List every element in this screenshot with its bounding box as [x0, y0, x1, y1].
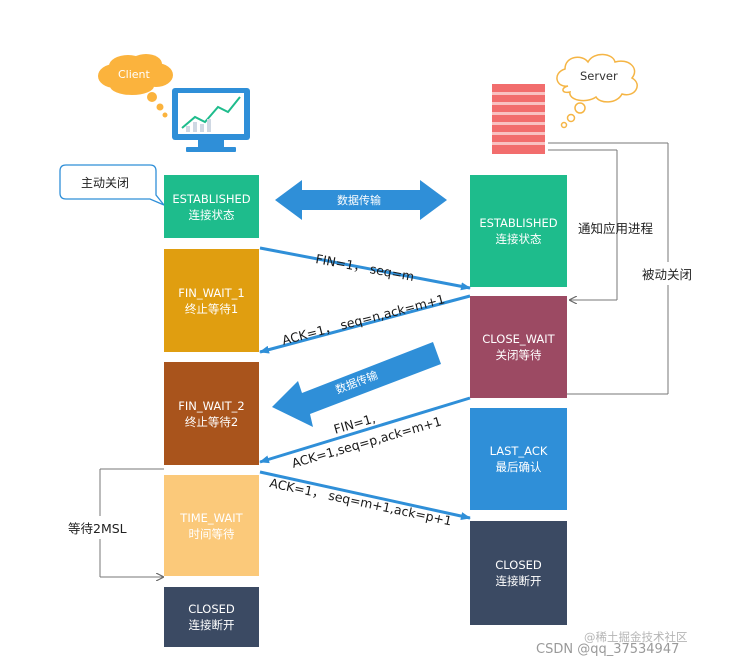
fin2-arrow	[259, 396, 471, 464]
notify-app-label: 通知应用进程	[578, 221, 654, 236]
client-state-desc: 终止等待2	[184, 414, 239, 429]
data-transfer-label: 数据传输	[337, 194, 381, 207]
client-state-desc: 终止等待1	[184, 301, 239, 316]
client-state-name: TIME_WAIT	[180, 510, 243, 525]
active-close-callout	[59, 164, 165, 206]
client-state-desc: 连接断开	[188, 618, 235, 632]
client-state-fin-wait-1: FIN_WAIT_1 终止等待1	[164, 249, 259, 352]
client-state-name: CLOSED	[188, 602, 235, 616]
server-state-established: ESTABLISHED 连接状态	[470, 175, 567, 287]
client-state-fin-wait-2: FIN_WAIT_2 终止等待2	[164, 362, 259, 465]
wait-2msl-label: 等待2MSL	[68, 516, 127, 539]
server-state-name: CLOSE_WAIT	[482, 332, 555, 346]
monitor-icon	[172, 88, 250, 152]
ack2-arrow	[259, 470, 471, 520]
server-thought-bubble	[556, 53, 638, 129]
server-icon	[492, 84, 545, 154]
client-state-name: FIN_WAIT_2	[178, 398, 245, 413]
server-state-desc: 连接状态	[495, 232, 542, 246]
client-state-desc: 连接状态	[188, 207, 235, 222]
csdn-watermark: CSDN @qq_37534947	[536, 642, 680, 657]
client-state-name: FIN_WAIT_1	[178, 285, 245, 300]
data-transfer-arrow-2	[272, 342, 441, 427]
ack1-arrow	[259, 294, 471, 354]
server-state-last-ack: LAST_ACK 最后确认	[470, 408, 567, 510]
juejin-watermark: @稀土掘金技术社区	[584, 630, 688, 644]
server-state-name: ESTABLISHED	[479, 216, 558, 230]
passive-close-label: 被动关闭	[642, 262, 693, 285]
server-state-closed: CLOSED 连接断开	[470, 521, 567, 625]
client-label: Client	[118, 68, 150, 81]
fin1-arrow	[259, 246, 471, 291]
data-transfer-arrow	[275, 180, 447, 220]
server-state-name: LAST_ACK	[489, 444, 548, 458]
server-state-name: CLOSED	[495, 558, 542, 572]
client-state-time-wait: TIME_WAIT 时间等待	[164, 475, 259, 576]
client-state-desc: 时间等待	[188, 526, 235, 541]
server-label: Server	[580, 69, 618, 83]
client-state-established: ESTABLISHED 连接状态	[164, 175, 259, 238]
client-state-name: ESTABLISHED	[172, 191, 251, 206]
client-thought-bubble	[98, 54, 173, 118]
server-state-desc: 关闭等待	[495, 348, 542, 362]
client-state-closed: CLOSED 连接断开	[164, 587, 259, 647]
active-close-label: 主动关闭	[81, 176, 130, 190]
notify-bracket	[548, 149, 618, 300]
server-state-desc: 最后确认	[495, 460, 542, 474]
server-state-desc: 连接断开	[495, 574, 542, 588]
server-state-close-wait: CLOSE_WAIT 关闭等待	[470, 296, 567, 398]
